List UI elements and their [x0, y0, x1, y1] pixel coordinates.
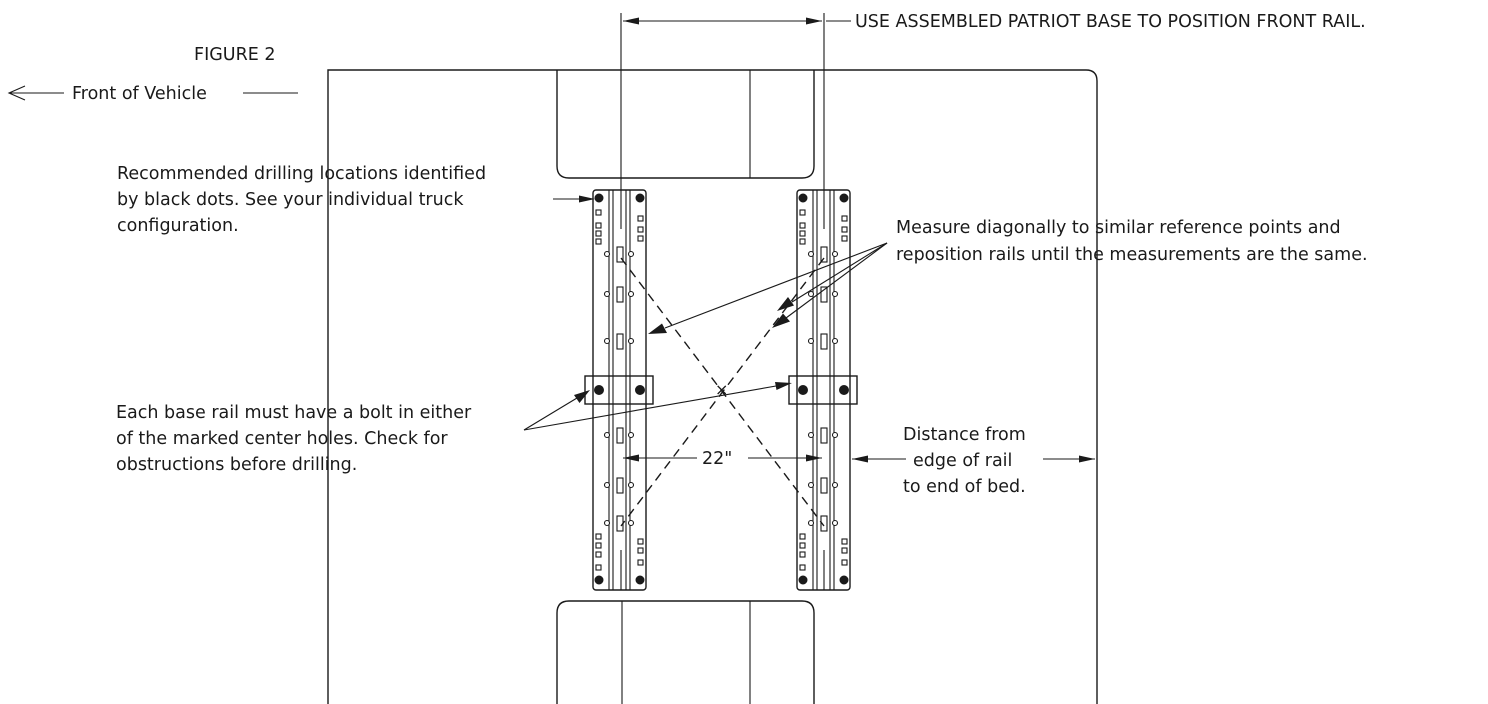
right-base-rail	[788, 189, 858, 591]
diagonal-note-leaders	[648, 242, 888, 334]
svg-text:of the marked center holes. Ch: of the marked center holes. Check for	[116, 429, 448, 449]
bolt-note: Each base rail must have a bolt in eithe…	[116, 403, 472, 475]
svg-text:Distance from: Distance from	[903, 425, 1026, 445]
left-base-rail	[584, 189, 654, 591]
svg-text:configuration.: configuration.	[117, 216, 239, 236]
drilling-note-arrow	[553, 195, 595, 203]
rail-spacing-dimension-arrow	[623, 17, 851, 25]
front-of-vehicle-label: Front of Vehicle	[72, 84, 207, 104]
front-arrow-icon	[7, 85, 64, 101]
rail-gap-dimension-arrow	[623, 454, 822, 462]
svg-text:Recommended drilling locations: Recommended drilling locations identifie…	[117, 164, 486, 184]
distance-note: Distance from edge of rail to end of bed…	[903, 425, 1026, 497]
svg-text:edge of rail: edge of rail	[913, 451, 1012, 471]
diagonal-note: Measure diagonally to similar reference …	[896, 218, 1368, 265]
distance-arrows	[852, 455, 1095, 463]
center-cross-mark: ×	[715, 380, 728, 399]
svg-text:to end of bed.: to end of bed.	[903, 477, 1026, 497]
svg-text:by black dots. See your indiv: by black dots. See your individual truck	[117, 190, 464, 210]
diagonal-measure-line-2	[620, 257, 825, 527]
svg-text:reposition rails until the mea: reposition rails until the measurements …	[896, 245, 1368, 265]
svg-text:obstructions before drilling.: obstructions before drilling.	[116, 455, 357, 475]
svg-text:Each base rail must have a bol: Each base rail must have a bolt in eithe…	[116, 403, 472, 423]
figure-title: FIGURE 2	[194, 45, 276, 65]
bolt-note-leaders	[523, 382, 792, 431]
rail-gap-label: 22"	[702, 449, 732, 469]
dimension-note: USE ASSEMBLED PATRIOT BASE TO POSITION F…	[855, 12, 1366, 32]
top-wheel-well	[556, 70, 815, 179]
bottom-wheel-well	[556, 600, 815, 704]
drilling-note: Recommended drilling locations identifie…	[117, 164, 486, 236]
truck-bed-outline	[327, 69, 1098, 704]
svg-text:Measure diagonally to similar: Measure diagonally to similar reference …	[896, 218, 1341, 238]
